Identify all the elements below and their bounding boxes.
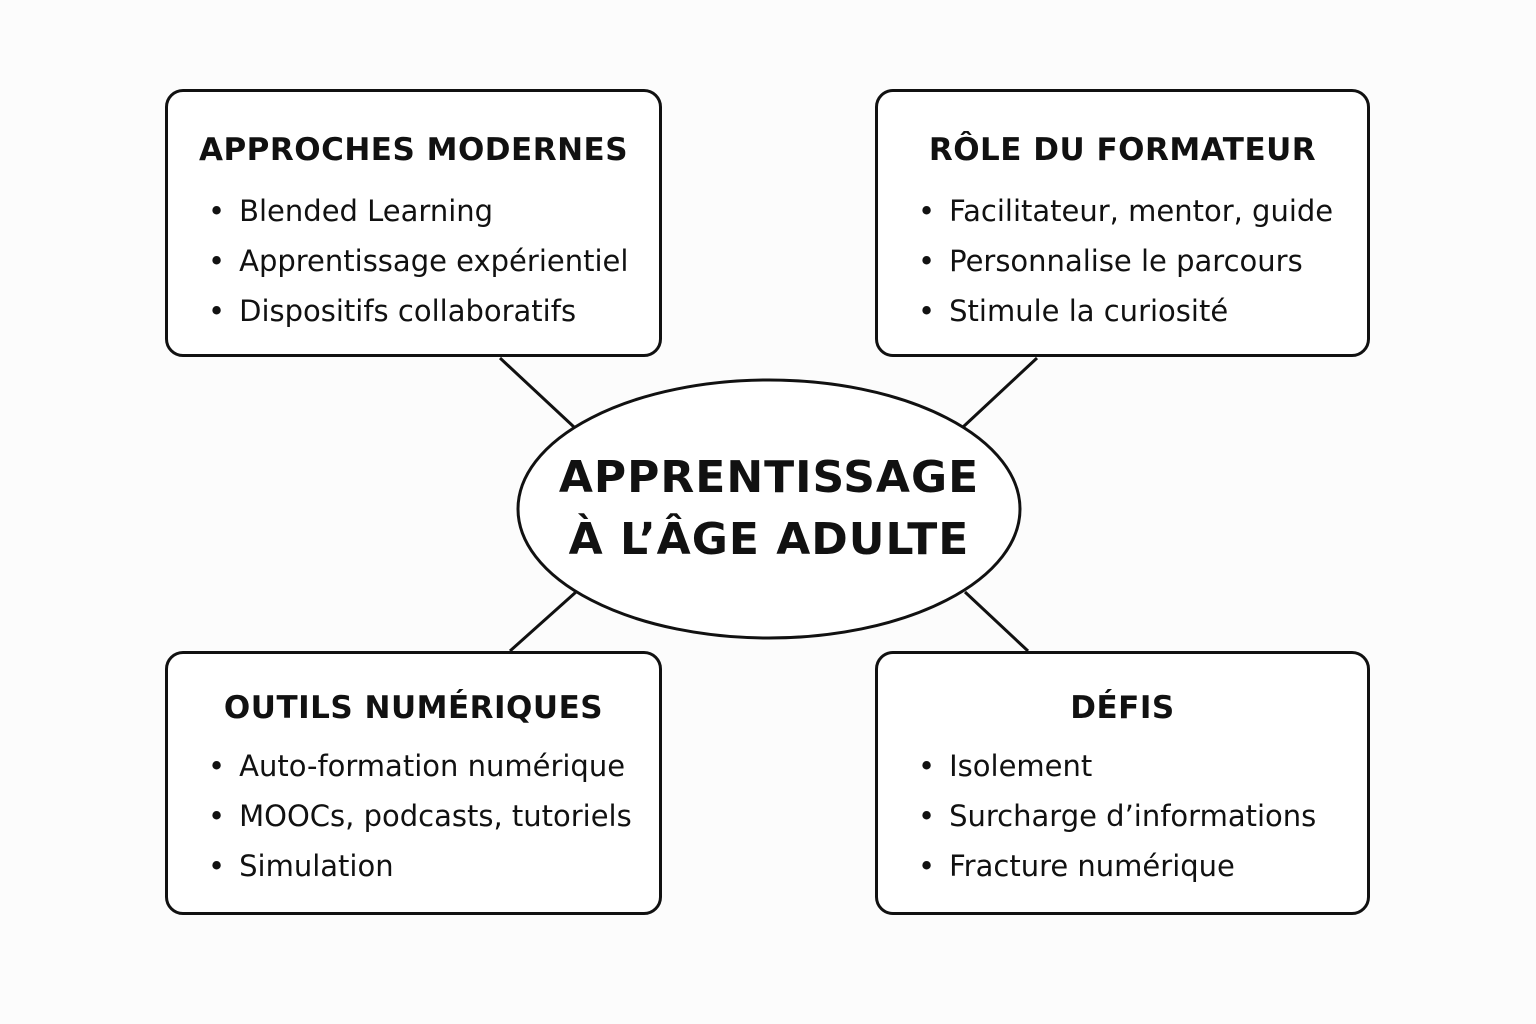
list-item: Simulation xyxy=(208,841,659,891)
center-ellipse xyxy=(516,378,1022,640)
box-approches-modernes: APPROCHES MODERNES Blended Learning Appr… xyxy=(165,89,662,357)
connector-top-left xyxy=(498,356,576,429)
list-item: Isolement xyxy=(918,741,1367,791)
list-item: Auto-formation numérique xyxy=(208,741,659,791)
list-item: Dispositifs collaboratifs xyxy=(208,286,659,336)
box-outils-numeriques: OUTILS NUMÉRIQUES Auto-formation numériq… xyxy=(165,651,662,915)
list-item: Stimule la curiosité xyxy=(918,286,1367,336)
list-item: MOOCs, podcasts, tutoriels xyxy=(208,791,659,841)
box-title: RÔLE DU FORMATEUR xyxy=(928,132,1317,168)
connector-bottom-left xyxy=(509,590,577,653)
list-item: Apprentissage expérientiel xyxy=(208,236,659,286)
list-item: Blended Learning xyxy=(208,186,659,236)
list-item: Surcharge d’informations xyxy=(918,791,1367,841)
central-topic: APPRENTISSAGE À L’ÂGE ADULTE xyxy=(517,379,1021,639)
connector-bottom-right xyxy=(963,590,1030,653)
connector-top-right xyxy=(961,356,1039,429)
box-title: OUTILS NUMÉRIQUES xyxy=(223,690,604,726)
box-title: DÉFIS xyxy=(1070,690,1175,726)
box-title: APPROCHES MODERNES xyxy=(198,132,629,168)
box-role-du-formateur: RÔLE DU FORMATEUR Facilitateur, mentor, … xyxy=(875,89,1370,357)
list-item: Facilitateur, mentor, guide xyxy=(918,186,1367,236)
box-defis: DÉFIS Isolement Surcharge d’informations… xyxy=(875,651,1370,915)
list-item: Personnalise le parcours xyxy=(918,236,1367,286)
list-item: Fracture numérique xyxy=(918,841,1367,891)
central-topic-line2: À L’ÂGE ADULTE xyxy=(568,514,970,565)
central-topic-line1: APPRENTISSAGE xyxy=(558,452,980,503)
